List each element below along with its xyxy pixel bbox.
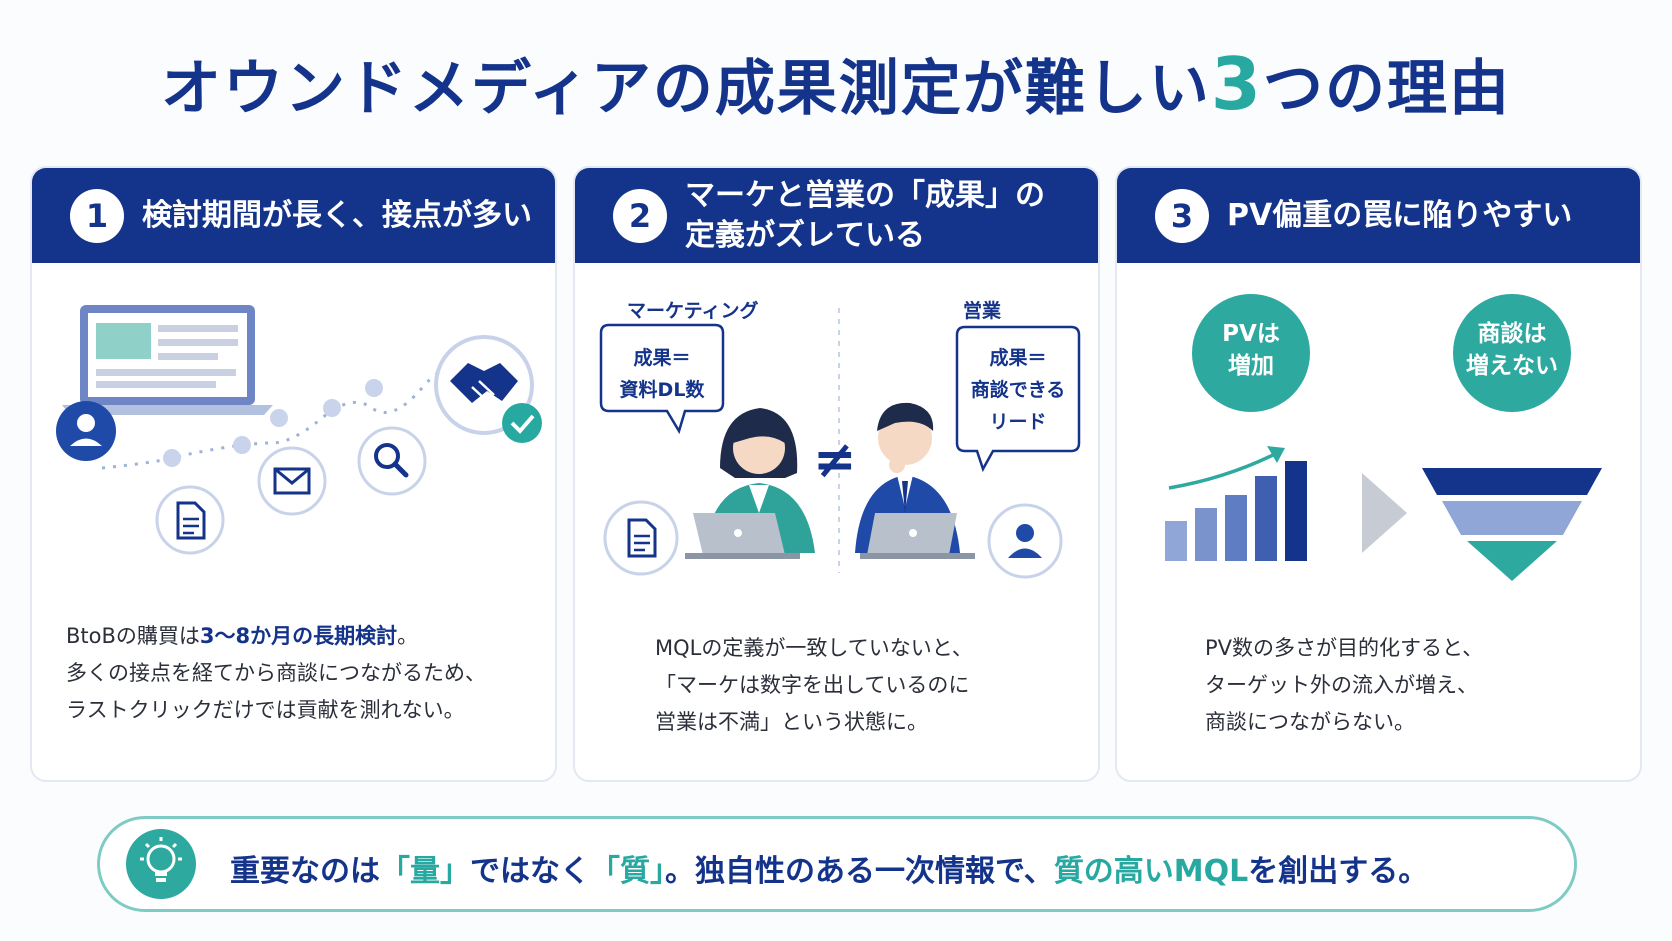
search-icon (357, 426, 427, 496)
text-line: ラストクリックだけでは貢献を測れない。 (66, 698, 465, 722)
document-icon (603, 500, 679, 576)
card-description-1: BtoBの購買は3〜8か月の長期検討。 多くの接点を経てから商談につながるため、… (66, 618, 526, 729)
message-part: を創出する。 (1248, 854, 1429, 889)
pv-bar-chart-icon (1165, 446, 1307, 561)
text-line: ターゲット外の流入が増え、 (1205, 673, 1478, 697)
circle-line: 増加 (1228, 353, 1274, 379)
laptop-icon (62, 305, 273, 415)
card-title-1: 検討期間が長く、接点が多い (142, 197, 532, 233)
text-line: PV数の多さが目的化すると、 (1205, 636, 1484, 660)
message-part: 重要なのは (230, 854, 380, 889)
card-title-3: PV偏重の罠に陥りやすい (1227, 197, 1573, 233)
message-part: ではなく (470, 854, 590, 889)
card-header-3: 3 PV偏重の罠に陥りやすい (1117, 168, 1640, 263)
pv-funnel-illustration (1165, 294, 1602, 581)
user-icon (987, 503, 1063, 579)
definition-gap-illustration (599, 308, 1081, 579)
text-plain: BtoBの購買は (66, 624, 200, 648)
user-icon (56, 401, 116, 461)
arrow-right-icon (1362, 473, 1407, 553)
circle-line: 増えない (1466, 353, 1558, 379)
card-number-badge: 1 (70, 188, 124, 243)
mail-icon (257, 446, 327, 516)
check-icon (502, 403, 542, 443)
message-part: 。独自性のある一次情報で、 (665, 854, 1054, 889)
card-description-3: PV数の多さが目的化すると、 ターゲット外の流入が増え、 商談につながらない。 (1205, 630, 1640, 741)
laptop-icon (860, 513, 975, 559)
key-message-text: 重要なのは「量」ではなく「質」。独自性のある一次情報で、質の高いMQLを創出する… (230, 846, 1428, 890)
circle-line: PVは (1222, 321, 1280, 347)
page-title: オウンドメディアの成果測定が難しい3つの理由 (0, 40, 1672, 127)
bubble-line: リード (989, 411, 1047, 433)
touchpoint-illustration (56, 305, 542, 555)
pv-increase-circle (1192, 294, 1310, 412)
card-description-2: MQLの定義が一致していないと、 「マーケは数字を出しているのに 営業は不満」と… (655, 630, 1098, 741)
bubble-text-left: 成果＝ 資料DL数 (601, 342, 723, 406)
card-number-badge: 2 (613, 188, 667, 243)
card-header-1: 1 検討期間が長く、接点が多い (32, 168, 555, 263)
card-number-badge: 3 (1155, 188, 1209, 243)
speech-bubble-right (955, 325, 1081, 473)
key-message-banner: 重要なのは「量」ではなく「質」。独自性のある一次情報で、質の高いMQLを創出する… (97, 816, 1577, 912)
title-line: マーケと営業の「成果」の (685, 177, 1045, 213)
card-title-2: マーケと営業の「成果」の 定義がズレている (685, 176, 1045, 256)
circle-label-pv: PVは 増加 (1192, 318, 1310, 382)
text-line: 商談につながらない。 (1205, 710, 1415, 734)
title-tail: つの理由 (1262, 54, 1511, 124)
text-line: 多くの接点を経てから商談につながるため、 (66, 661, 486, 685)
speech-bubble-left (599, 323, 725, 435)
reason-card-3: 3 PV偏重の罠に陥りやすい PVは 増加 商談は 増えない PV数の多さ (1115, 166, 1642, 782)
funnel-icon (1422, 468, 1602, 581)
title-number: 3 (1210, 42, 1263, 126)
message-highlight: 「質」 (590, 854, 665, 889)
reason-card-2: 2 マーケと営業の「成果」の 定義がズレている マーケティング 営業 (573, 166, 1100, 782)
text-plain: 。 (397, 624, 419, 648)
card-header-2: 2 マーケと営業の「成果」の 定義がズレている (575, 168, 1098, 263)
document-icon (155, 485, 225, 555)
text-highlight: 3〜8か月の長期検討 (199, 624, 398, 648)
lightbulb-icon (126, 829, 196, 899)
circle-label-deals: 商談は 増えない (1453, 318, 1571, 382)
bubble-line: 成果＝ (989, 347, 1047, 369)
text-line: 営業は不満」という状態に。 (655, 710, 928, 734)
bubble-line: 成果＝ (633, 347, 691, 369)
laptop-icon (685, 513, 800, 559)
deals-flat-circle (1453, 294, 1571, 412)
message-highlight: 「量」 (380, 854, 470, 889)
not-equal-sign: ≠ (813, 430, 857, 490)
circle-line: 商談は (1477, 321, 1547, 347)
title-main: オウンドメディアの成果測定が難しい (161, 54, 1211, 124)
bubble-line: 資料DL数 (619, 379, 705, 401)
bubble-text-right: 成果＝ 商談できる リード (957, 342, 1079, 438)
title-line: 定義がズレている (685, 217, 925, 253)
bubble-line: 商談できる (970, 379, 1066, 401)
label-sales: 営業 (963, 300, 1002, 322)
text-line: 「マーケは数字を出しているのに (655, 673, 970, 697)
message-highlight: 質の高いMQL (1053, 854, 1249, 889)
text-line: MQLの定義が一致していないと、 (655, 636, 973, 660)
reason-card-1: 1 検討期間が長く、接点が多い (30, 166, 557, 782)
label-marketing: マーケティング (627, 300, 759, 322)
